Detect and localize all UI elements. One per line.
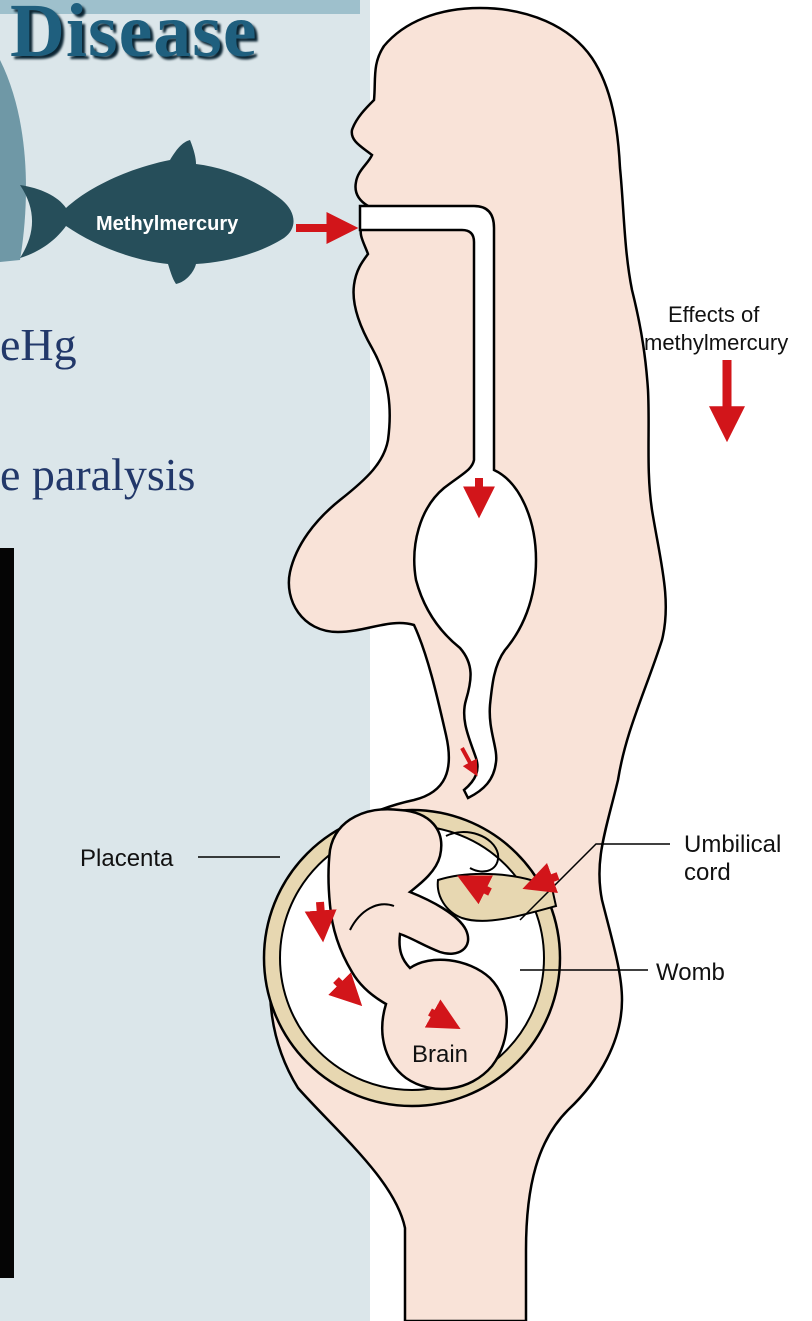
umbilical-label-line1: Umbilical xyxy=(684,831,781,858)
umbilical-label-line2: cord xyxy=(684,859,731,886)
arrow-placenta-down xyxy=(320,902,322,928)
bullet-text-2: e paralysis xyxy=(0,448,195,501)
effects-label-line1: Effects of xyxy=(668,302,760,327)
womb-label: Womb xyxy=(656,959,725,986)
brain-label: Brain xyxy=(412,1041,468,1068)
slide-title: Disease xyxy=(10,0,258,75)
placenta-label: Placenta xyxy=(80,845,174,872)
fish-label: Methylmercury xyxy=(96,213,239,235)
photo-edge xyxy=(0,548,14,1278)
effects-label-line2: methylmercury xyxy=(644,330,788,355)
bullet-text-1: eHg xyxy=(0,318,77,371)
